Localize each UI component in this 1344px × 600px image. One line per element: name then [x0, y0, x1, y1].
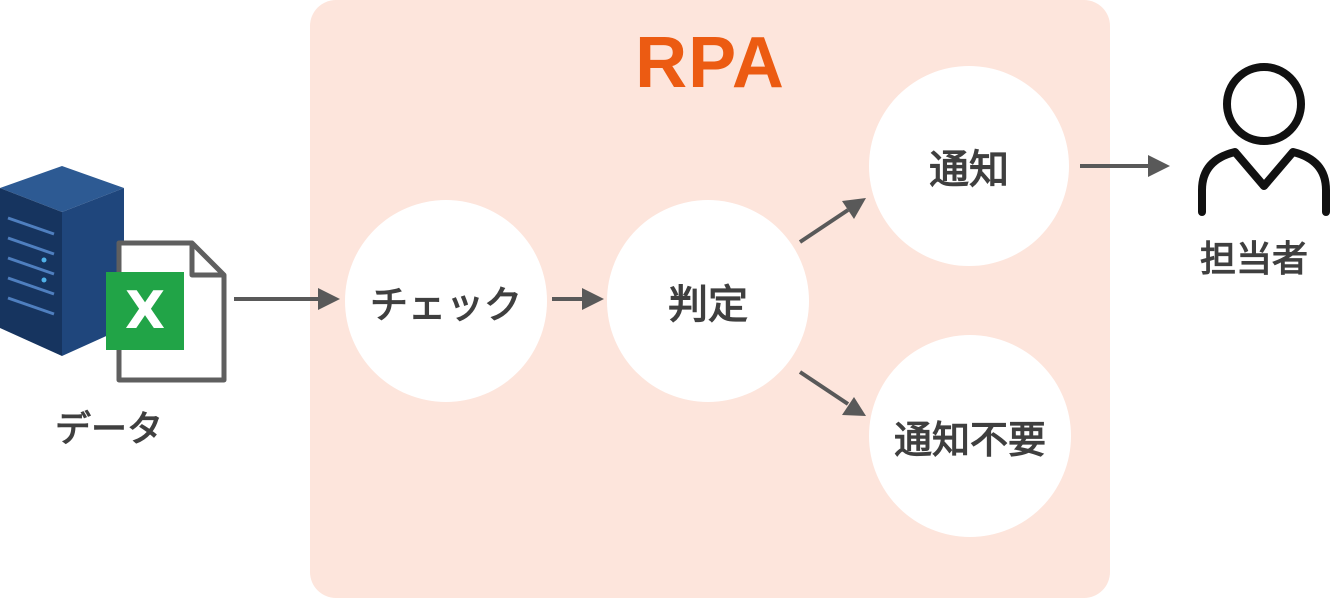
- arrow-judge-to-no-notify: [798, 370, 850, 406]
- node-no-notify: 通知不要: [869, 335, 1071, 537]
- rpa-title: RPA: [635, 23, 785, 103]
- excel-letter: X: [124, 281, 166, 341]
- excel-file-icon: [106, 240, 227, 383]
- person-label: 担当者: [1200, 239, 1309, 280]
- person-icon: [1198, 63, 1330, 216]
- arrow-judge-to-notify: [798, 208, 850, 244]
- data-label: データ: [55, 409, 164, 450]
- node-notify: 通知: [869, 66, 1069, 266]
- node-judge: 判定: [607, 200, 809, 402]
- node-check: チェック: [345, 200, 547, 402]
